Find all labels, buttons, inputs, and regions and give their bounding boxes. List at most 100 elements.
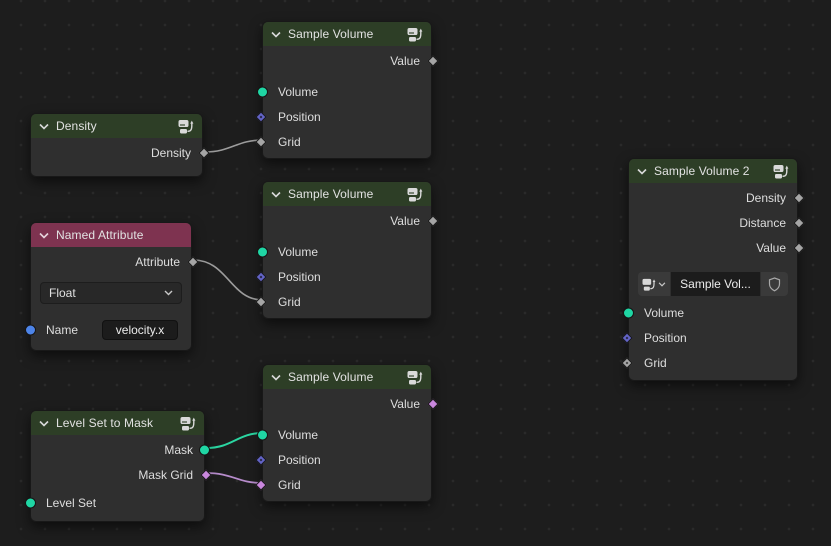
input-row-grid: Grid	[255, 472, 431, 497]
socket-value-output[interactable]	[793, 241, 805, 254]
socket-level-set-input[interactable]	[25, 497, 36, 508]
node-sample-volume-bottom[interactable]: Sample Volume Value Volume Position Grid	[255, 364, 439, 502]
input-row-position: Position	[621, 325, 797, 350]
socket-value-output[interactable]	[427, 214, 439, 227]
attribute-name-field[interactable]: velocity.x	[102, 319, 178, 340]
node-header[interactable]: Sample Volume 2	[629, 159, 797, 183]
wire-mask-to-volume[interactable]	[205, 432, 264, 449]
socket-mask-output[interactable]	[199, 444, 210, 455]
input-row-volume: Volume	[257, 79, 431, 104]
collapse-chevron-icon[interactable]	[39, 123, 49, 130]
input-row-volume: Volume	[257, 239, 431, 264]
node-header[interactable]: Sample Volume	[263, 22, 431, 46]
wire-maskgrid-to-grid[interactable]	[205, 472, 264, 484]
input-row-position: Position	[255, 104, 431, 129]
node-density[interactable]: Density Density	[30, 113, 210, 177]
node-named-attribute[interactable]: Named Attribute Attribute Float Name vel…	[25, 222, 199, 351]
output-label: Distance	[739, 215, 786, 230]
output-label: Value	[390, 53, 420, 68]
node-title: Sample Volume	[288, 187, 374, 201]
socket-name-input[interactable]	[25, 324, 36, 335]
node-sample-volume-2[interactable]: Sample Volume 2 Density Distance Value	[621, 158, 805, 381]
node-level-set-to-mask[interactable]: Level Set to Mask Mask Mask Grid Level S…	[25, 410, 212, 522]
group-browse-button[interactable]	[638, 272, 670, 296]
socket-grid-input[interactable]	[255, 135, 267, 148]
socket-volume-input[interactable]	[257, 86, 268, 97]
output-row-attribute: Attribute	[31, 249, 199, 274]
socket-volume-input[interactable]	[257, 246, 268, 257]
socket-distance-output[interactable]	[793, 216, 805, 229]
output-label: Mask Grid	[138, 467, 193, 482]
input-row-position: Position	[255, 264, 431, 289]
node-title: Level Set to Mask	[56, 416, 154, 430]
socket-density-output[interactable]	[198, 146, 210, 159]
output-label: Value	[756, 240, 786, 255]
output-label: Density	[745, 190, 786, 205]
output-row-mask: Mask	[31, 437, 210, 462]
collapse-chevron-icon[interactable]	[39, 420, 49, 427]
node-sample-volume-top[interactable]: Sample Volume Value Volume Position Grid	[255, 21, 439, 159]
node-header[interactable]: Sample Volume	[263, 182, 431, 206]
node-group-selector: Sample Vol...	[638, 272, 788, 296]
socket-density-output[interactable]	[793, 191, 805, 204]
output-row-value: Value	[263, 208, 439, 233]
input-label: Volume	[644, 305, 685, 320]
input-row-volume: Volume	[623, 300, 797, 325]
input-label: Volume	[278, 427, 319, 442]
data-type-dropdown[interactable]: Float	[40, 282, 182, 304]
node-group-icon	[407, 187, 423, 202]
input-label: Position	[278, 109, 321, 124]
socket-grid-input[interactable]	[255, 478, 267, 491]
collapse-chevron-icon[interactable]	[637, 168, 647, 175]
input-row-grid: Grid	[255, 289, 431, 314]
input-label: Grid	[278, 294, 301, 309]
node-group-icon	[773, 164, 789, 179]
socket-position-input[interactable]	[255, 270, 267, 283]
output-label: Value	[390, 213, 420, 228]
output-row-density: Density	[31, 140, 210, 165]
node-header[interactable]: Sample Volume	[263, 365, 431, 389]
output-row-value: Value	[263, 391, 439, 416]
socket-mask-grid-output[interactable]	[200, 468, 212, 481]
node-sample-volume-middle[interactable]: Sample Volume Value Volume Position Grid	[255, 181, 439, 319]
socket-grid-input[interactable]	[621, 356, 633, 369]
collapse-chevron-icon[interactable]	[271, 31, 281, 38]
output-label: Attribute	[135, 254, 180, 269]
node-group-icon	[178, 119, 194, 134]
input-label: Volume	[278, 244, 319, 259]
node-title: Sample Volume	[288, 370, 374, 384]
node-header[interactable]: Density	[31, 114, 202, 138]
socket-position-input[interactable]	[621, 331, 633, 344]
fake-user-button[interactable]	[761, 272, 788, 296]
shield-icon	[768, 276, 781, 291]
collapse-chevron-icon[interactable]	[271, 374, 281, 381]
collapse-chevron-icon[interactable]	[271, 191, 281, 198]
node-header[interactable]: Named Attribute	[31, 223, 191, 247]
socket-volume-input[interactable]	[623, 307, 634, 318]
socket-grid-input[interactable]	[255, 295, 267, 308]
output-row-mask-grid: Mask Grid	[31, 462, 212, 487]
input-row-grid: Grid	[621, 350, 797, 375]
socket-position-input[interactable]	[255, 110, 267, 123]
output-label: Value	[390, 396, 420, 411]
socket-position-input[interactable]	[255, 453, 267, 466]
socket-value-output[interactable]	[427, 397, 439, 410]
node-group-icon	[180, 416, 196, 431]
node-header[interactable]: Level Set to Mask	[31, 411, 204, 435]
input-label: Position	[278, 269, 321, 284]
input-row-name: Name velocity.x	[25, 317, 191, 342]
socket-value-output[interactable]	[427, 54, 439, 67]
collapse-chevron-icon[interactable]	[39, 232, 49, 239]
input-row-grid: Grid	[255, 129, 431, 154]
socket-attribute-output[interactable]	[187, 255, 199, 268]
group-name-field[interactable]: Sample Vol...	[671, 272, 760, 296]
socket-volume-input[interactable]	[257, 429, 268, 440]
input-row-position: Position	[255, 447, 431, 472]
input-label: Volume	[278, 84, 319, 99]
output-row-density: Density	[629, 185, 805, 210]
input-row-level-set: Level Set	[25, 490, 204, 515]
wire-attribute-to-grid[interactable]	[192, 259, 264, 301]
input-label: Name	[46, 322, 79, 337]
node-title: Density	[56, 119, 97, 133]
